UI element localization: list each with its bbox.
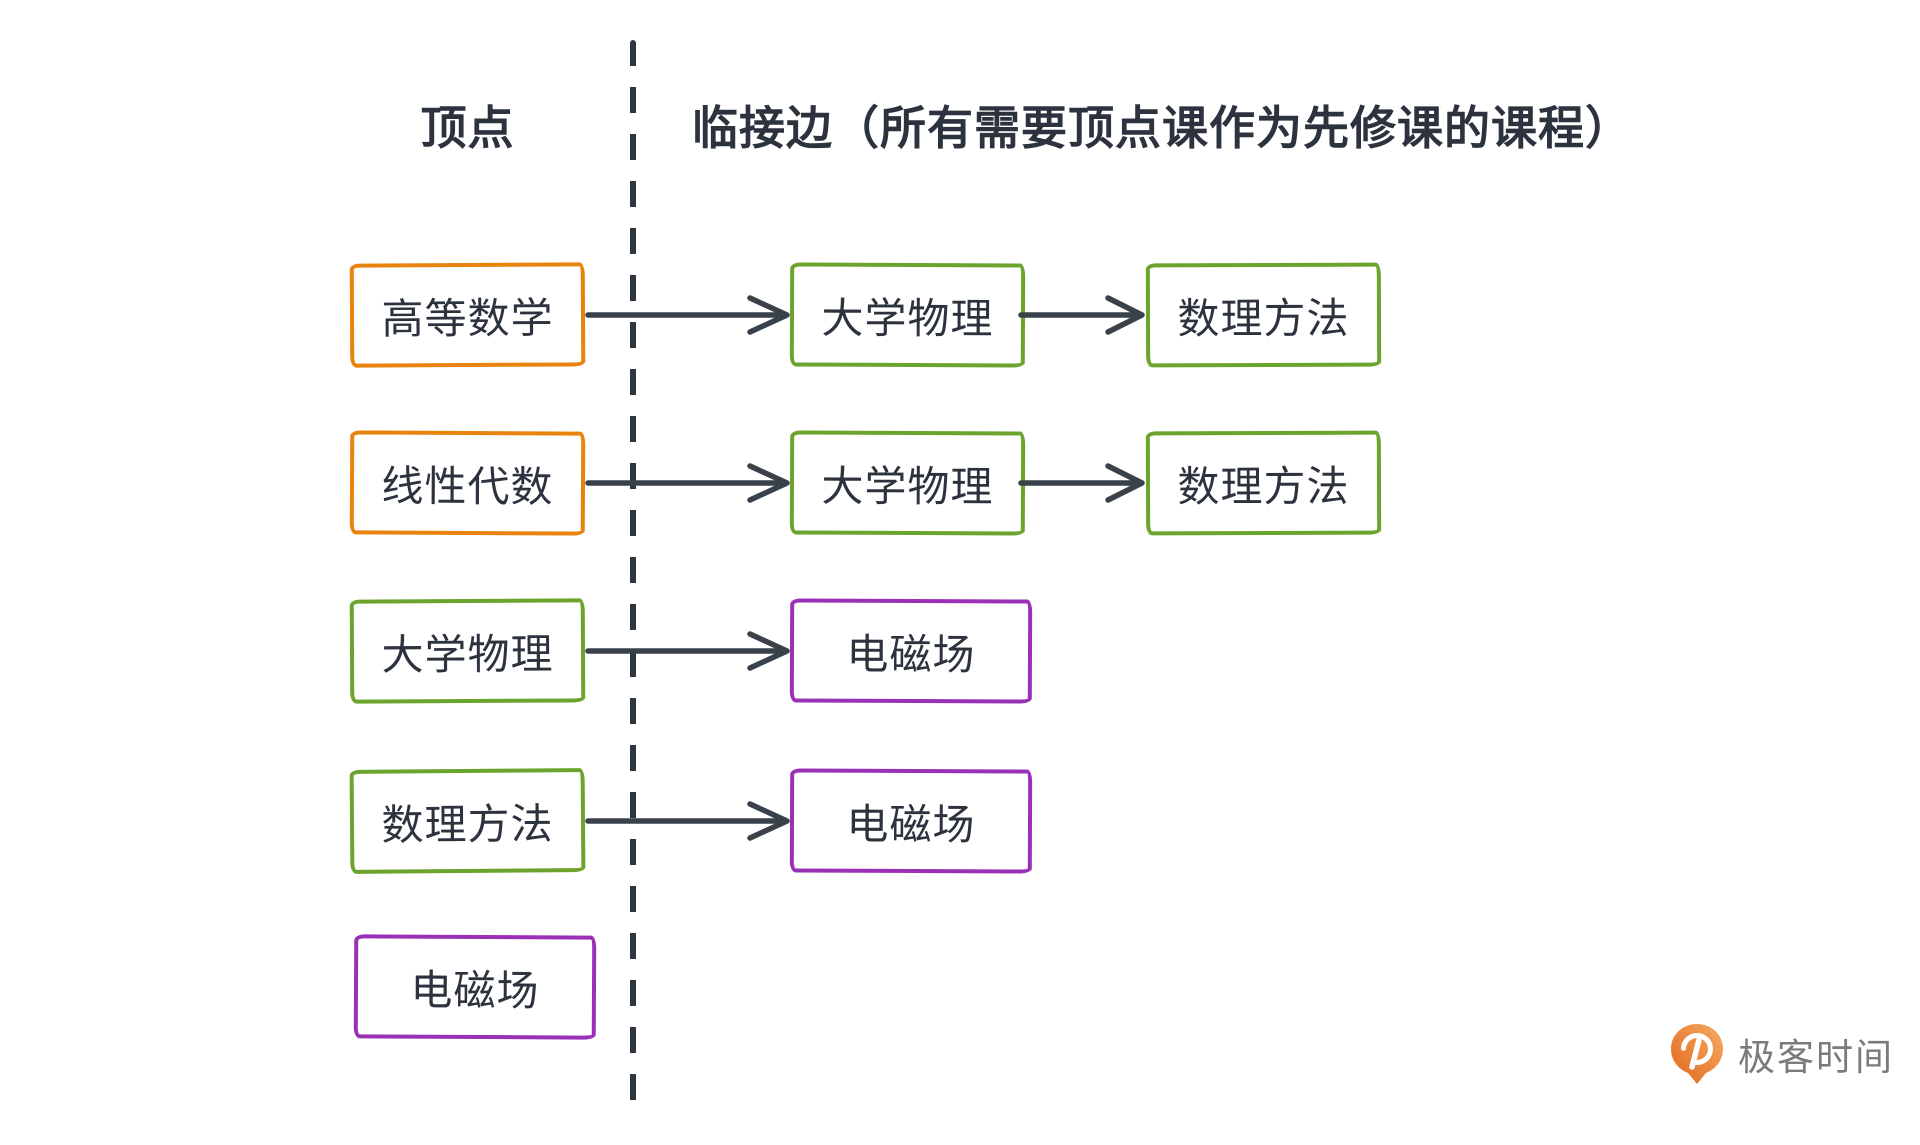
- vertex-label: 线性代数: [381, 462, 554, 510]
- adjacency-row: 线性代数 大学物理 数理方法: [0, 430, 1920, 536]
- vertex-node: 高等数学: [349, 262, 586, 368]
- edge-node: 大学物理: [789, 430, 1026, 536]
- edge-label: 大学物理: [821, 294, 994, 342]
- arrow-icon: [585, 463, 790, 503]
- arrow-icon: [585, 801, 790, 841]
- adjacency-row: 大学物理 电磁场: [0, 598, 1920, 704]
- edge-label: 数理方法: [1177, 462, 1350, 510]
- geektime-logo: 极客时间: [1668, 1022, 1894, 1086]
- vertex-label: 大学物理: [381, 630, 554, 678]
- arrow-icon: [1018, 295, 1145, 335]
- edge-label: 电磁场: [846, 630, 976, 678]
- arrow-icon: [585, 295, 790, 335]
- geektime-logo-icon: [1671, 1024, 1723, 1084]
- vertex-node: 大学物理: [349, 598, 586, 704]
- edge-node: 大学物理: [789, 262, 1026, 368]
- vertex-node: 电磁场: [353, 934, 597, 1040]
- edge-node: 数理方法: [1145, 430, 1382, 536]
- column-header-vertex: 顶点: [420, 102, 515, 154]
- column-header-edges: 临接边（所有需要顶点课作为先修课的课程）: [692, 102, 1632, 154]
- edge-node: 电磁场: [789, 768, 1033, 874]
- divider-dashed-line: [630, 40, 636, 1112]
- arrow-icon: [585, 631, 790, 671]
- edge-node: 电磁场: [789, 598, 1033, 704]
- vertex-label: 高等数学: [381, 294, 554, 342]
- geektime-logo-text: 极客时间: [1738, 1037, 1894, 1078]
- arrow-icon: [1018, 463, 1145, 503]
- vertex-node: 线性代数: [349, 430, 586, 536]
- vertex-label: 电磁场: [410, 966, 540, 1014]
- vertex-label: 数理方法: [381, 799, 554, 849]
- adjacency-row: 数理方法 电磁场: [0, 768, 1920, 874]
- adjacency-row: 电磁场: [0, 934, 1920, 1040]
- edge-label: 电磁场: [846, 800, 976, 848]
- vertex-node: 数理方法: [349, 768, 586, 874]
- edge-node: 数理方法: [1145, 262, 1382, 368]
- edge-label: 大学物理: [821, 462, 994, 510]
- edge-label: 数理方法: [1177, 294, 1350, 342]
- adjacency-row: 高等数学 大学物理 数理方法: [0, 262, 1920, 368]
